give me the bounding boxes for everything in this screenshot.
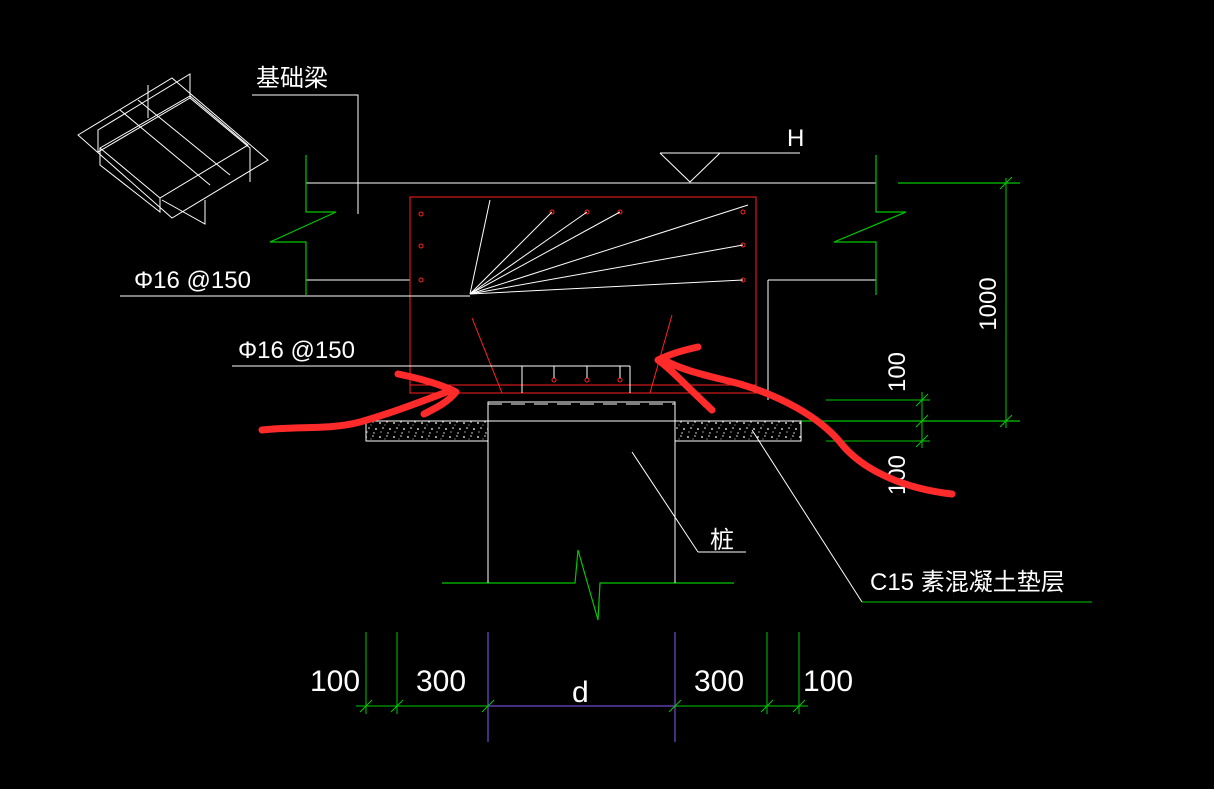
annotation-arrows (258, 343, 956, 498)
rebar-bottom-label: Φ16 @150 (238, 337, 355, 364)
pile (487, 401, 746, 583)
cushion-label: C15 素混凝土垫层 (870, 569, 1065, 596)
beam-outline (306, 182, 876, 400)
bottom-dimensions (356, 632, 808, 742)
dim-bottom-left-inner: 300 (416, 665, 466, 698)
dim-bottom-left-outer: 100 (310, 665, 360, 698)
foundation-beam-callout: 基础梁 (252, 65, 359, 214)
dim-height-total: 1000 (975, 277, 1002, 330)
elevation-label: H (787, 125, 804, 152)
annotation-arrow-left (258, 386, 456, 434)
dim-bottom-right-outer: 100 (803, 665, 853, 698)
pile-cap (409, 196, 757, 394)
pile-label: 桩 (710, 527, 734, 554)
dim-pile-diameter: d (572, 676, 589, 709)
rebar-fan (469, 199, 749, 295)
rebar-callout-bottom: Φ16 @150 (232, 337, 631, 393)
elevation-marker: H (659, 125, 804, 183)
isometric-cap-icon (77, 73, 269, 225)
annotation-arrow-right (660, 356, 956, 498)
cushion-layer (365, 420, 802, 442)
rebar-callout-top: Φ16 @150 (120, 267, 470, 297)
rebar-top-label: Φ16 @150 (134, 267, 251, 294)
foundation-beam-label: 基础梁 (256, 65, 328, 92)
cushion-callout: C15 素混凝土垫层 (751, 429, 1092, 603)
right-dimensions (826, 176, 1013, 448)
dim-cushion-upper: 100 (884, 352, 911, 392)
dim-bottom-right-inner: 300 (694, 665, 744, 698)
